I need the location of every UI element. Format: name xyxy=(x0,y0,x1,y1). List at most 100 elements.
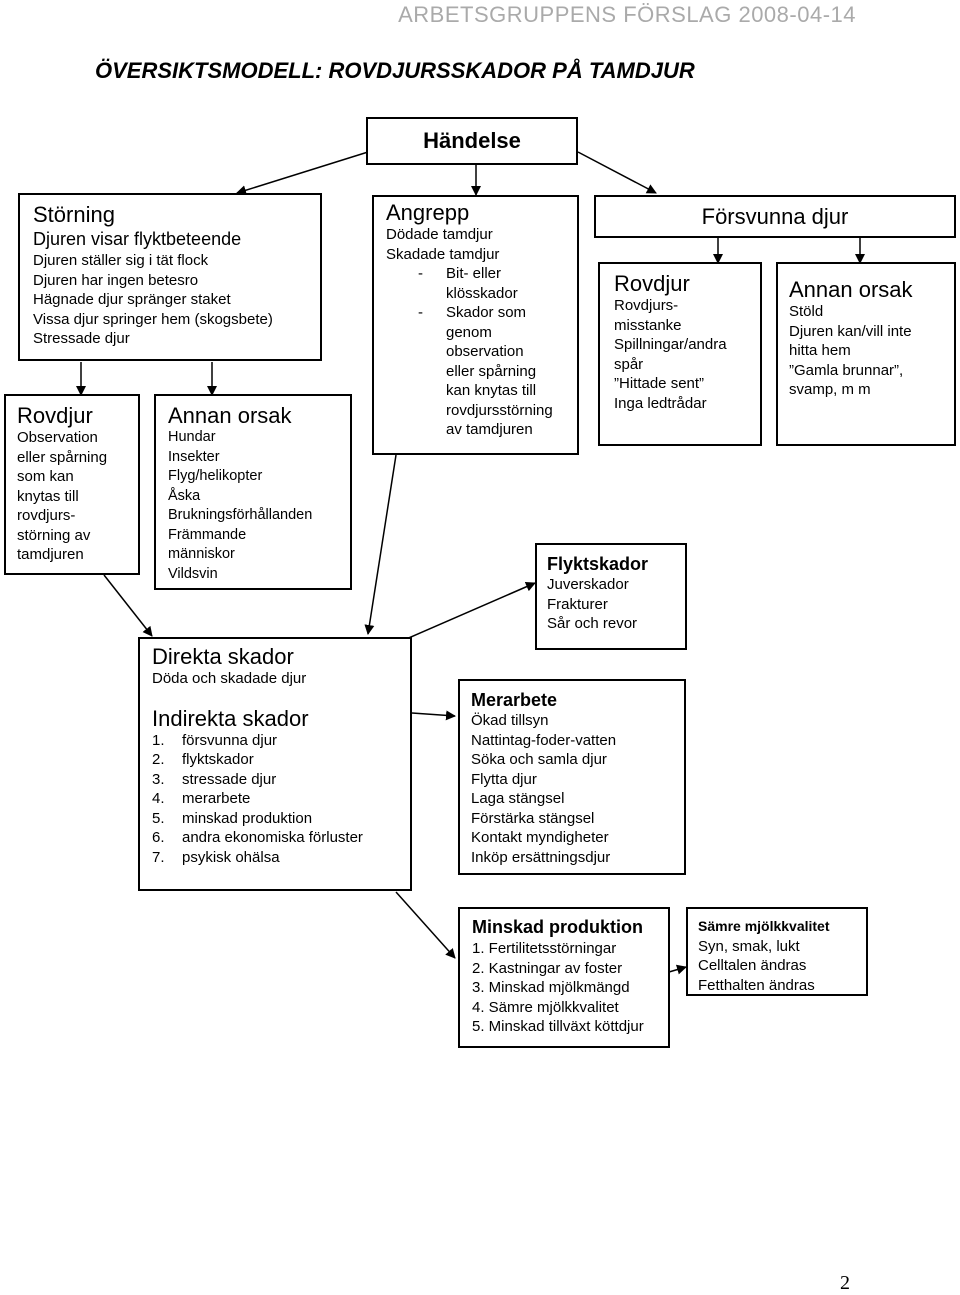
annan-left-line: Främmande xyxy=(168,526,247,543)
flyktskador-box: Flyktskador Juverskador Frakturer Sår oc… xyxy=(535,543,687,650)
list-item: 3. stressade djur xyxy=(152,770,410,790)
list-item: 5.minskad produktion xyxy=(152,809,410,829)
bullet-dash: - xyxy=(418,304,423,321)
flyktskador-title: Flyktskador xyxy=(547,554,649,574)
rovdjur-left-line: som kan xyxy=(17,468,74,485)
direkta-text: Döda och skadade djur xyxy=(152,670,307,687)
item-number: 7. xyxy=(152,848,165,866)
storning-line: Stressade djur xyxy=(33,330,130,347)
annan-left-line: Brukningsförhållanden xyxy=(168,507,313,523)
arrow-handelse-forsvunna xyxy=(577,151,657,194)
rovdjur-right-line: Spillningar/andra xyxy=(614,336,727,353)
merarbete-line: Laga stängsel xyxy=(471,790,565,807)
annan-right-title: Annan orsak xyxy=(789,277,913,302)
item-text: merarbete xyxy=(182,790,251,807)
annan-right-box: Annan orsak Stöld Djuren kan/vill inte h… xyxy=(776,262,956,446)
rovdjur-left-line: rovdjurs- xyxy=(17,507,76,524)
angrepp-bullet: - Skador som genom observation eller spå… xyxy=(386,303,577,440)
annan-left-line: Vildsvin xyxy=(168,565,218,582)
annan-left-line: Hundar xyxy=(168,429,216,445)
annan-left-line: människor xyxy=(168,546,235,562)
angrepp-bullets: - Bit- eller klösskador - Skador som gen… xyxy=(386,264,577,440)
item-number: 4. xyxy=(152,790,165,807)
item-number: 5. xyxy=(152,809,165,827)
merarbete-box: Merarbete Ökad tillsyn Nattintag-foder-v… xyxy=(458,679,686,875)
samre-line: Syn, smak, lukt xyxy=(698,937,800,955)
bullet-text: klösskador xyxy=(446,284,518,302)
forsvunna-box: Försvunna djur xyxy=(594,195,956,238)
item-number: 1. xyxy=(152,731,165,749)
item-text: andra ekonomiska förluster xyxy=(182,829,363,846)
forsvunna-title: Försvunna djur xyxy=(701,204,849,229)
bullet-text: Bit- eller xyxy=(446,265,502,282)
minskad-line: 2. Kastningar av foster xyxy=(472,959,623,977)
minskad-line: 5. Minskad tillväxt köttdjur xyxy=(472,1018,644,1035)
flyktskador-line: Sår och revor xyxy=(547,615,638,632)
bullet-text: eller spårning xyxy=(446,362,537,380)
item-text: flyktskador xyxy=(182,751,254,768)
rovdjur-left-line: störning av xyxy=(17,526,91,544)
bullet-dash: - xyxy=(418,265,423,282)
minskad-line: 1. Fertilitetsstörningar xyxy=(472,940,617,957)
rovdjur-left-box: Rovdjur Observation eller spårning som k… xyxy=(4,394,140,575)
annan-right-line: ”Gamla brunnar”, xyxy=(789,361,904,379)
item-number: 2. xyxy=(152,751,165,768)
annan-left-line: Insekter xyxy=(168,448,220,465)
list-item: 4. merarbete xyxy=(152,789,410,809)
storning-title: Störning xyxy=(33,202,115,227)
minskad-line: 4. Sämre mjölkkvalitet xyxy=(472,998,619,1016)
bullet-text: kan knytas till xyxy=(446,382,537,399)
angrepp-title: Angrepp xyxy=(386,200,470,225)
list-item: 2. flyktskador xyxy=(152,750,410,770)
arrow-skador-minskad xyxy=(395,891,456,959)
arrow-rovdjur-skador xyxy=(103,574,153,637)
rovdjur-right-line: misstanke xyxy=(614,316,682,334)
indirekta-list: 1.försvunna djur 2.flyktskador 3.stressa… xyxy=(152,731,410,868)
arrow-angrepp-skador xyxy=(364,454,397,635)
angrepp-line: Dödade tamdjur xyxy=(386,226,493,243)
angrepp-bullet: - Bit- eller klösskador xyxy=(386,264,577,303)
page-number: 2 xyxy=(840,1272,850,1294)
item-number: 3. xyxy=(152,770,165,788)
merarbete-line: Inköp ersättningsdjur xyxy=(471,848,611,866)
annan-left-line: Åska xyxy=(168,487,201,504)
rovdjur-left-title: Rovdjur xyxy=(17,403,93,428)
handelse-title: Händelse xyxy=(423,128,521,153)
arrow-skador-merarbete xyxy=(411,710,456,721)
merarbete-line: Flytta djur xyxy=(471,770,537,788)
indirekta-title: Indirekta skador xyxy=(152,705,309,731)
storning-line: Vissa djur springer hem (skogsbete) xyxy=(33,310,273,328)
annan-left-box: Annan orsak Hundar Insekter Flyg/helikop… xyxy=(154,394,352,590)
storning-line: Djuren ställer sig i tät flock xyxy=(33,252,209,269)
item-number: 6. xyxy=(152,829,165,846)
minskad-box: Minskad produktion 1. Fertilitetsstörnin… xyxy=(458,907,670,1048)
samre-box: Sämre mjölkkvalitet Syn, smak, lukt Cell… xyxy=(686,907,868,996)
arrow-handelse-storning xyxy=(236,151,369,196)
rovdjur-left-line: knytas till xyxy=(17,487,79,505)
annan-right-line: Stöld xyxy=(789,303,824,320)
rovdjur-left-line: tamdjuren xyxy=(17,546,84,563)
page-title: ÖVERSIKTSMODELL: ROVDJURSSKADOR PÅ TAMDJ… xyxy=(95,58,695,83)
merarbete-line: Förstärka stängsel xyxy=(471,809,595,827)
header-text: ARBETSGRUPPENS FÖRSLAG 2008-04-14 xyxy=(398,2,856,27)
bullet-text: rovdjursstörning xyxy=(446,401,553,419)
rovdjur-right-title: Rovdjur xyxy=(614,271,690,296)
item-text: stressade djur xyxy=(182,770,277,788)
rovdjur-right-line: Inga ledtrådar xyxy=(614,394,707,412)
list-item: 7.psykisk ohälsa xyxy=(152,848,410,868)
annan-right-line: Djuren kan/vill inte xyxy=(789,322,912,340)
annan-left-title: Annan orsak xyxy=(168,403,292,428)
storning-subtitle: Djuren visar flyktbeteende xyxy=(33,229,242,249)
handelse-box: Händelse xyxy=(366,117,578,165)
samre-line: Celltalen ändras xyxy=(698,957,807,974)
annan-right-line: svamp, m m xyxy=(789,381,871,398)
merarbete-line: Ökad tillsyn xyxy=(471,712,549,729)
merarbete-line: Kontakt myndigheter xyxy=(471,829,609,846)
samre-title: Sämre mjölkkvalitet xyxy=(698,918,830,934)
flyktskador-line: Frakturer xyxy=(547,595,608,613)
merarbete-line: Söka och samla djur xyxy=(471,751,607,768)
skador-box: Direkta skador Döda och skadade djur Ind… xyxy=(138,637,412,891)
bullet-text: Skador som xyxy=(446,304,527,321)
rovdjur-right-line: spår xyxy=(614,355,644,373)
arrow-skador-flykt xyxy=(403,582,536,641)
